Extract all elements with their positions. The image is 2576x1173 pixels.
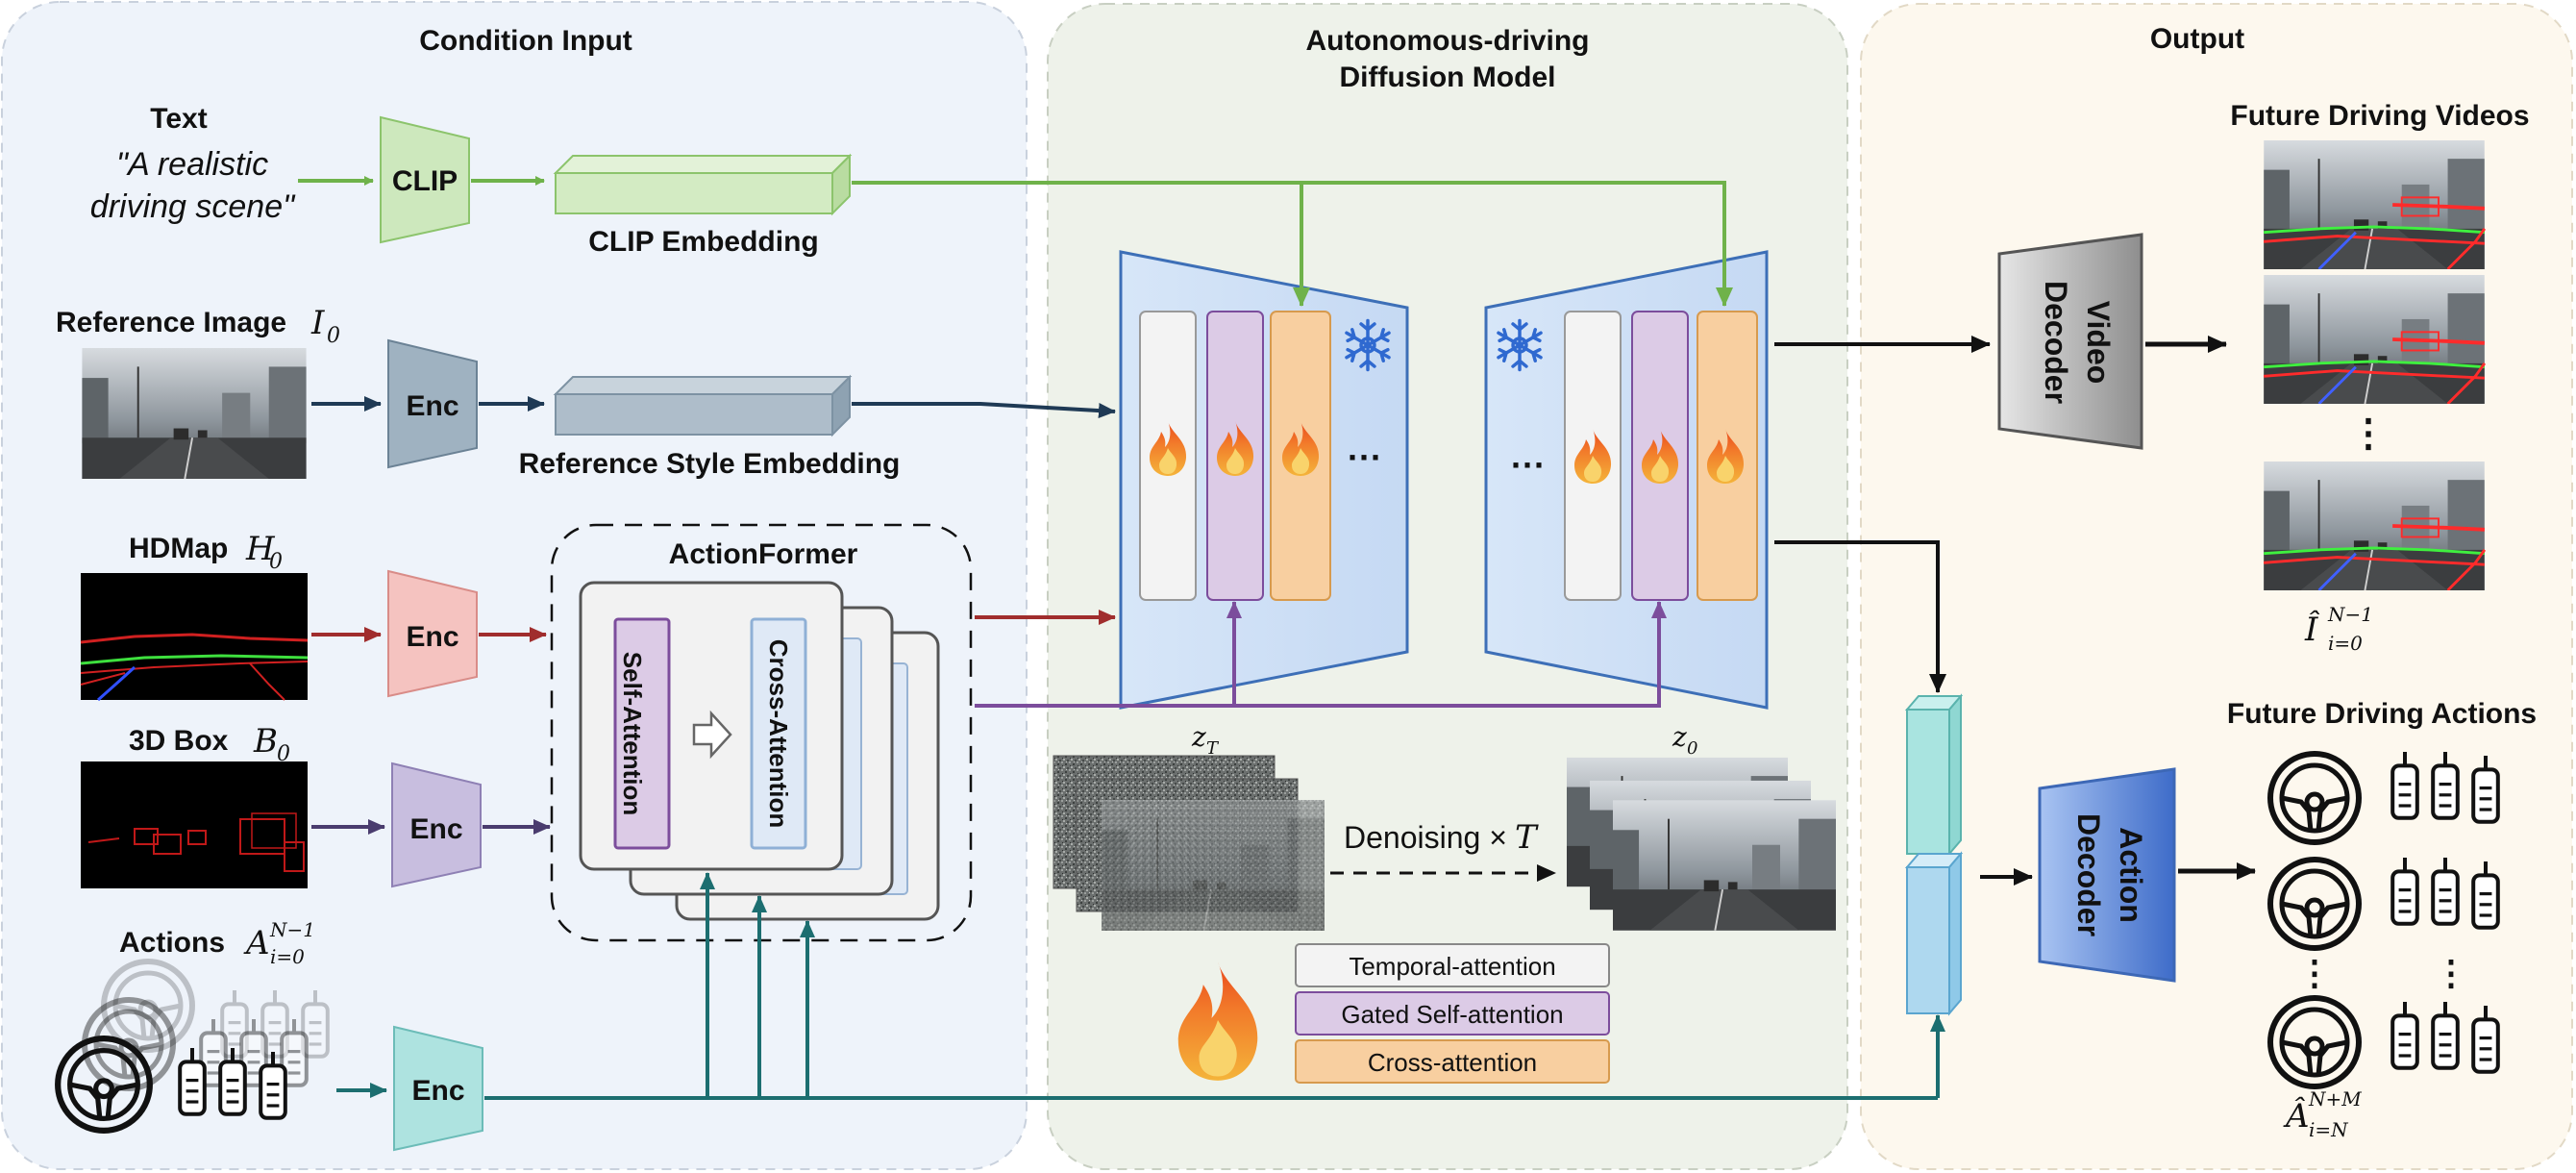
actions-input-subscript: i=0: [270, 945, 305, 968]
clip-embedding-bar: [553, 153, 853, 216]
legend-temporal-attention: Temporal-attention: [1349, 952, 1555, 981]
unet-encoder-ellipsis: ···: [1348, 437, 1382, 477]
clip-embedding-label: CLIP Embedding: [588, 226, 818, 258]
unet-encoder-layers: [1139, 311, 1391, 601]
actions-input-superscript: N−1: [269, 918, 315, 941]
legend-swatch-cross: [1295, 1039, 1610, 1084]
future-frame: [2264, 275, 2485, 404]
future-actions-title: Future Driving Actions: [2227, 698, 2537, 730]
zt-subscript: T: [1206, 738, 1220, 759]
reference-subscript: 0: [327, 324, 340, 348]
video-decoder: [1997, 233, 2143, 450]
zt-symbol: z: [1191, 721, 1206, 753]
action-decoder: [2038, 767, 2176, 983]
reference-style-embedding-label: Reference Style Embedding: [519, 448, 901, 480]
clean-latent-frames: [1567, 756, 1836, 931]
cross-attention-label: Cross-Attention: [764, 639, 793, 828]
video-decoder-line1: Video: [2081, 301, 2116, 385]
reference-encoder-label: Enc: [406, 390, 458, 422]
actions-output-symbol: Â: [2283, 1096, 2310, 1136]
future-frame: [2264, 462, 2485, 590]
actions-encoder: [393, 1025, 483, 1152]
hdmap-encoder: [387, 569, 478, 698]
text-input-heading: Text: [150, 103, 207, 135]
actions-input-label: Actions: [119, 927, 225, 959]
z0-subscript: 0: [1687, 738, 1697, 759]
cross-attention-block: [750, 617, 807, 850]
clean-frame: [1613, 800, 1836, 931]
condition-title: Condition Input: [419, 25, 632, 57]
future-frame: [2264, 140, 2485, 269]
actionformer-stack: [579, 581, 940, 921]
denoising-label: Denoising ×: [1344, 820, 1507, 855]
unet-decoder-ellipsis: ···: [1511, 445, 1546, 485]
style-to-unet-arrow: [852, 402, 1116, 419]
actions-encoder-label: Enc: [411, 1075, 464, 1107]
hdmap-subscript: 0: [269, 550, 283, 574]
action-decoder-line2: Decoder: [2071, 813, 2106, 936]
future-videos-title: Future Driving Videos: [2230, 100, 2529, 132]
videos-output-superscript: N−1: [2327, 603, 2373, 626]
box3d-symbol: B: [253, 722, 278, 761]
legend-swatch-temporal: [1295, 943, 1610, 987]
diffusion-title-line2: Diffusion Model: [1340, 62, 1556, 93]
actions-output-subscript: i=N: [2309, 1118, 2349, 1141]
clip-encoder: [380, 115, 470, 244]
z0-symbol: z: [1672, 721, 1687, 753]
actions-vertical-dots-pedals: ⋮: [2434, 953, 2468, 992]
action-embedding-lines: [484, 872, 1945, 1100]
hdmap-encoder-label: Enc: [406, 621, 458, 653]
self-attention-block: [613, 617, 671, 850]
box3d-encoder: [391, 761, 482, 888]
actions-vertical-dots-wheel: ⋮: [2297, 953, 2332, 992]
self-attention-label: Self-Attention: [618, 652, 647, 815]
noisy-latent-frames: [1053, 755, 1325, 931]
actionformer-to-gated-arrows: [975, 601, 1667, 708]
action-decoder-line1: Action: [2114, 827, 2148, 923]
box3d-subscript: 0: [277, 742, 290, 766]
unet-to-action-latent-arrow: [1774, 540, 1946, 693]
box3d-image: [81, 761, 308, 888]
reference-image-label: Reference Image: [56, 307, 286, 338]
reference-symbol: I: [310, 304, 325, 342]
legend-cross-attention: Cross-attention: [1368, 1048, 1537, 1077]
actions-output-superscript: N+M: [2308, 1087, 2362, 1111]
denoising-steps-symbol: T: [1515, 818, 1539, 857]
video-vertical-dots: ⋮: [2349, 412, 2388, 455]
text-prompt-line2: driving scene": [90, 188, 296, 225]
output-title: Output: [2150, 23, 2244, 55]
future-video-frames: [2264, 140, 2485, 590]
reference-encoder: [387, 338, 478, 469]
hdmap-label: HDMap: [129, 533, 228, 564]
box3d-encoder-label: Enc: [409, 813, 462, 845]
unet-decoder-layers: [1497, 311, 1758, 601]
hdmap-symbol: H: [245, 530, 276, 568]
hdmap-image: [80, 573, 309, 702]
action-latent-stack: [1904, 693, 1964, 1016]
reference-style-embedding-bar: [553, 374, 853, 437]
clip-label: CLIP: [392, 165, 458, 197]
legend: Temporal-attention Gated Self-attention …: [1295, 943, 1610, 1084]
video-decoder-line2: Decoder: [2039, 281, 2073, 404]
diffusion-title-line1: Autonomous-driving: [1306, 25, 1590, 57]
legend-gated-self-attention: Gated Self-attention: [1341, 1000, 1563, 1029]
videos-output-symbol: Î: [2304, 610, 2320, 649]
text-prompt-line1: "A realistic: [116, 146, 268, 183]
reference-image: [81, 348, 308, 479]
clip-to-unet-arrows: [852, 181, 1733, 307]
box3d-label: 3D Box: [129, 725, 229, 757]
actions-input-symbol: A: [243, 924, 270, 962]
videos-output-subscript: i=0: [2328, 632, 2363, 655]
legend-swatch-gated: [1295, 991, 1610, 1036]
right-arrow-icon: [692, 710, 732, 760]
actionformer-title: ActionFormer: [669, 538, 858, 570]
